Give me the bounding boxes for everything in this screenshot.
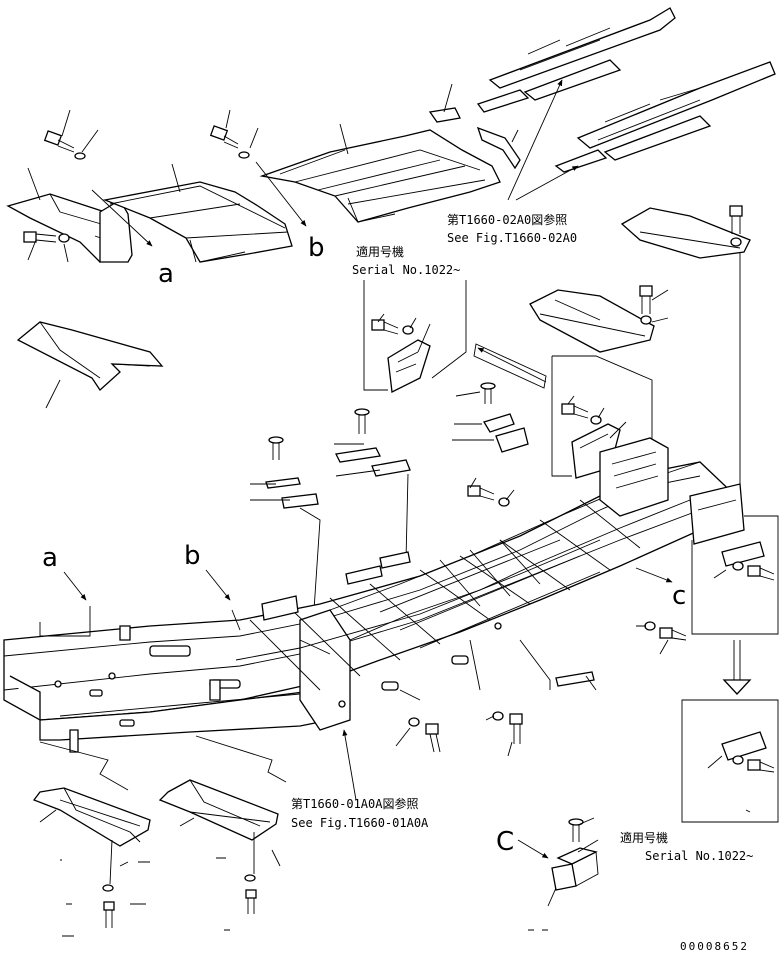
cover-strip-set-2 [554,61,776,173]
sheet-folded-left [16,321,164,391]
washer-top-left-1 [74,152,86,160]
cover-lower-left-2 [158,779,279,841]
bolt-center-2 [354,408,370,434]
bracket-c-detail [551,847,599,891]
bolt-right-lower [732,561,775,581]
bolt-frame-right-1 [644,621,687,641]
plate-right-lower [721,541,765,567]
label-c-bottom: C [496,827,514,857]
cover-top-right-2 [529,289,655,353]
label-b-top: b [308,233,325,263]
bolt-top-left-2 [23,231,57,243]
bolt-lower-left-1 [102,884,115,928]
bolt-top-center [209,125,239,149]
label-b-frame: b [184,541,201,571]
bolt-frame-right-3 [408,717,441,753]
label-a-top: a [158,259,174,289]
bolt-center-1 [480,382,496,404]
cover-panel-center [259,129,501,223]
plate-center-2 [335,447,411,477]
ref-02a0-jp: 第T1660-02A0図参照 [447,212,567,227]
bolt-top-left-1 [43,130,75,153]
bolt-lower-left-2 [244,874,257,914]
plate-center-3 [265,477,319,509]
label-a-frame: a [42,543,58,573]
plate-lower-right-serial [721,731,767,761]
ref-02a0-en: See Fig.T1660-02A0 [447,231,577,245]
serial-bottom-jp: 適用号機 [620,830,668,845]
label-c-right: c [672,581,686,611]
main-frame [3,437,745,753]
cover-lower-left-1 [32,787,151,847]
cover-strip-set-1 [476,7,676,113]
bracket-serial-top [387,339,431,393]
cover-top-right-1 [620,207,751,259]
serial-top-en: Serial No.1022~ [352,263,460,277]
bolt-top-right-2 [639,285,653,325]
serial-top-jp: 適用号機 [356,244,404,259]
serial-bottom-en: Serial No.1022~ [645,849,753,863]
bolt-center-3 [268,436,284,460]
washer-top-center [238,151,250,159]
cover-panel-center-left [102,181,293,263]
ref-01a0a-en: See Fig.T1660-01A0A [291,816,429,830]
bolt-c-detail [568,818,584,842]
drawing-number: 00008652 [680,940,749,953]
washer-top-left-2 [58,233,70,243]
ref-01a0a-jp: 第T1660-01A0A図参照 [291,796,418,811]
bolt-top-right-1 [729,205,743,247]
cover-panel-left [6,193,133,263]
cover-strips-right [428,107,521,170]
bolt-lower-right-serial [732,755,775,773]
bolt-serial-right [561,403,602,425]
bolt-frame-right-2 [492,711,523,744]
plate-center-1 [483,413,529,453]
bolt-center-4 [467,485,510,507]
